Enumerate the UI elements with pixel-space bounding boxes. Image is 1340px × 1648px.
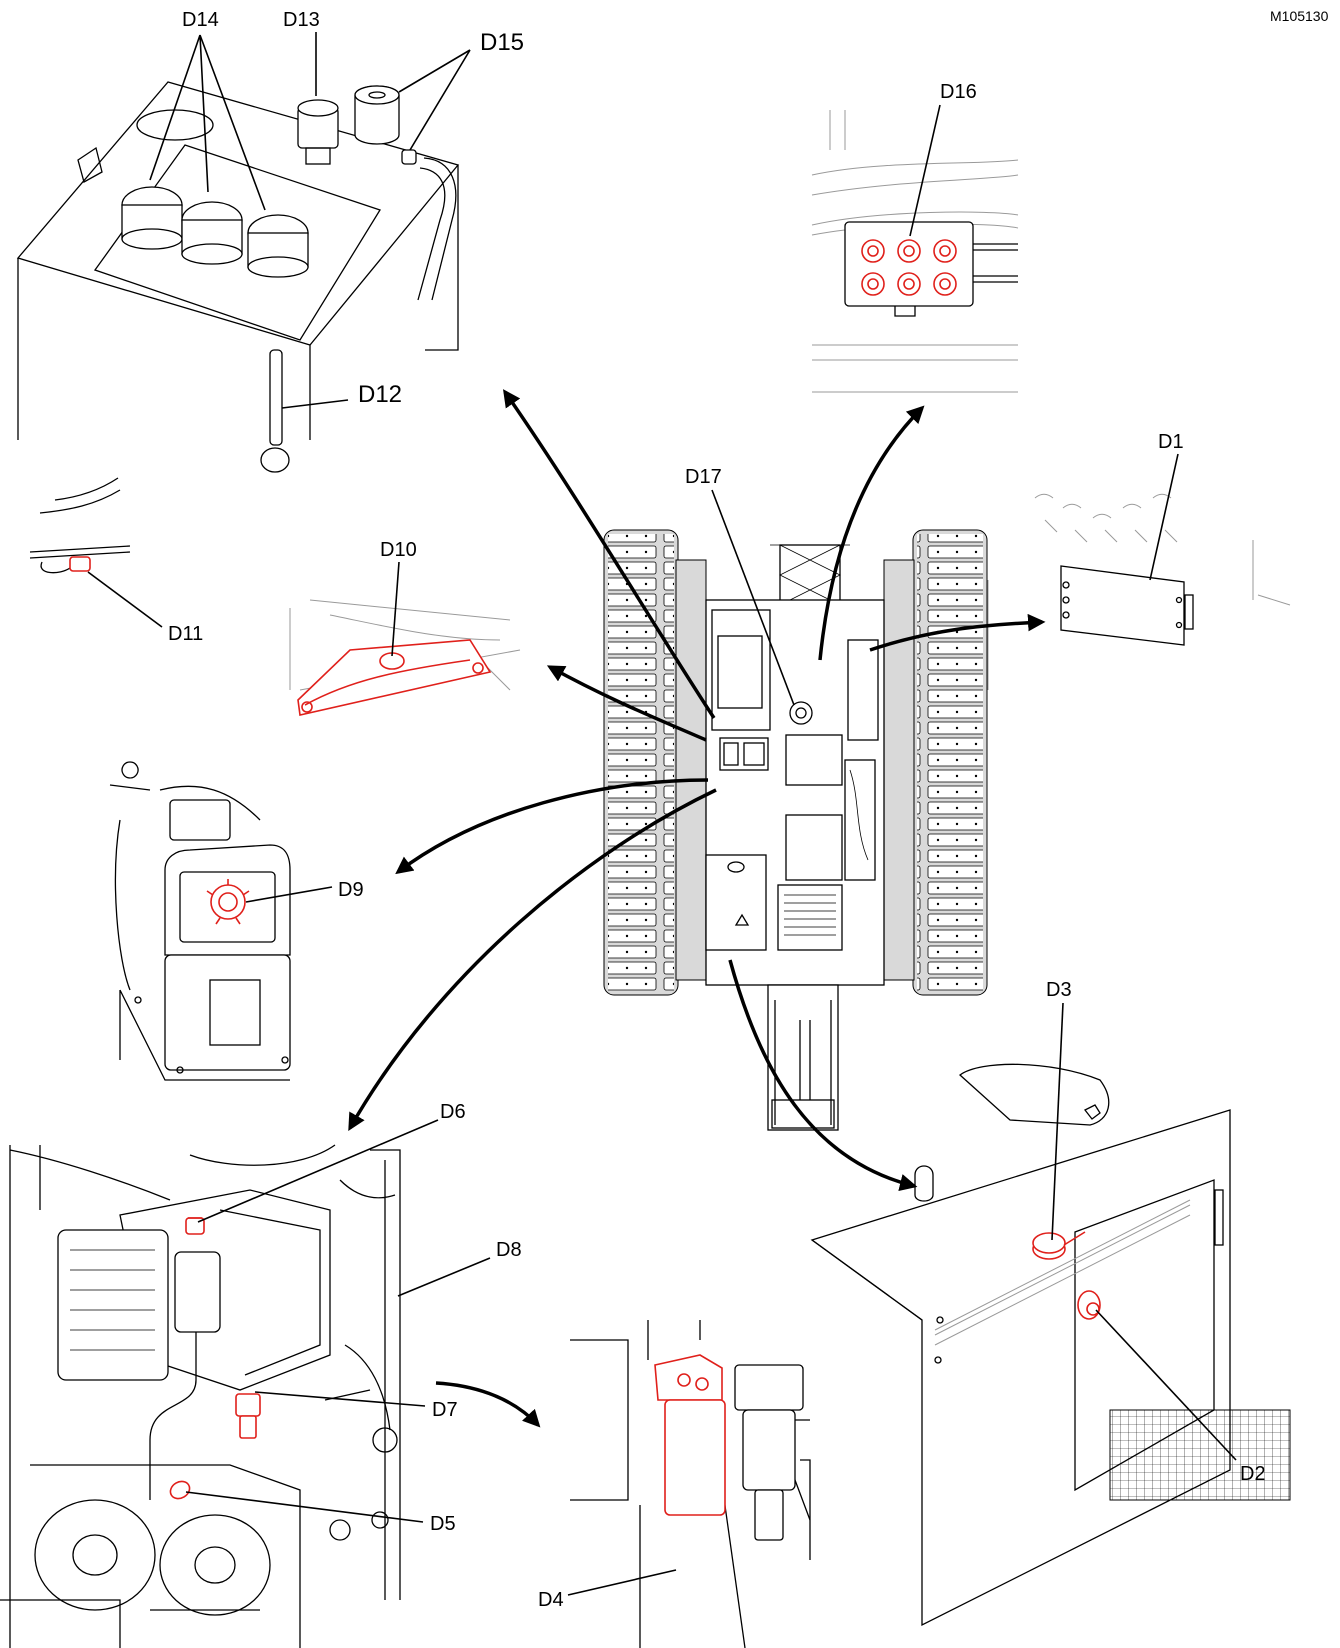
detail-hydraulic-tank: D14 D13 D15 D12 bbox=[16, 9, 524, 473]
machine-top-view bbox=[603, 529, 988, 1131]
detail-drain-plug: D11 bbox=[29, 477, 203, 645]
fuel-pump-unit bbox=[169, 799, 231, 841]
callout-d15: D15 bbox=[480, 29, 524, 56]
arrow-to-cover-plate bbox=[869, 613, 1046, 652]
test-port-block bbox=[844, 221, 974, 307]
callout-d5: D5 bbox=[430, 1513, 456, 1535]
figure-reference: M105130 bbox=[1270, 8, 1329, 24]
detail-oil-fill: D3 D2 bbox=[810, 979, 1291, 1627]
fuel-filter-highlight bbox=[654, 1354, 726, 1516]
lower-mast bbox=[767, 984, 839, 1131]
water-separator-head bbox=[734, 1364, 804, 1411]
access-cover-plate bbox=[1060, 565, 1185, 646]
arrow-to-hydraulic-tank bbox=[503, 389, 716, 719]
arrow-to-fuel-tank bbox=[395, 778, 709, 875]
water-drain-valve-highlight bbox=[235, 1393, 261, 1439]
callout-d3: D3 bbox=[1046, 979, 1072, 1001]
callout-d8: D8 bbox=[496, 1239, 522, 1261]
right-track-frame bbox=[883, 559, 915, 981]
callout-d10: D10 bbox=[380, 539, 417, 561]
detail-fuel-tank: D9 bbox=[109, 761, 364, 1081]
callout-d9: D9 bbox=[338, 879, 364, 901]
winch-drum bbox=[789, 701, 813, 725]
inspection-cover-highlight bbox=[297, 639, 492, 716]
detail-inspection-cover: D10 bbox=[289, 539, 521, 716]
side-compartment bbox=[847, 639, 879, 741]
callout-d2: D2 bbox=[1240, 1463, 1266, 1485]
air-filter-element bbox=[57, 1229, 169, 1381]
detail-cover-plate: D1 bbox=[987, 431, 1291, 690]
detail-fuel-filter: D4 bbox=[538, 1320, 811, 1648]
location-arrows bbox=[348, 389, 1046, 1428]
callout-d7: D7 bbox=[432, 1399, 458, 1421]
detail-engine-bay: D6 D8 D7 D5 bbox=[0, 1101, 522, 1648]
fuel-prefilter bbox=[174, 1251, 221, 1333]
engine-module bbox=[785, 734, 843, 786]
callout-d4: D4 bbox=[538, 1589, 564, 1611]
hydraulic-tank-module bbox=[711, 609, 771, 731]
control-panel bbox=[719, 737, 769, 771]
left-track-frame bbox=[675, 559, 707, 981]
tank-cover bbox=[136, 109, 214, 141]
callout-d6: D6 bbox=[440, 1101, 466, 1123]
fuel-filler-cap-highlight bbox=[206, 879, 250, 925]
drain-plug-highlight bbox=[69, 556, 91, 572]
test-port-couplings bbox=[861, 239, 957, 296]
detail-test-ports: D16 bbox=[811, 81, 1019, 393]
level-sight-gauge bbox=[269, 349, 283, 446]
arrow-to-inspection-cover bbox=[546, 665, 707, 742]
callout-d1: D1 bbox=[1158, 431, 1184, 453]
access-hatch-cover bbox=[958, 1063, 1110, 1126]
d17-leader bbox=[711, 489, 795, 706]
callout-d16: D16 bbox=[940, 81, 977, 103]
fuel-hose-clamp-highlight bbox=[169, 1480, 191, 1500]
callout-d12: D12 bbox=[358, 381, 402, 408]
callout-d17: D17 bbox=[685, 466, 722, 488]
callout-d11: D11 bbox=[168, 623, 203, 645]
cooler-unit bbox=[785, 814, 843, 881]
counterweight-plate bbox=[705, 854, 767, 951]
arrow-to-fuel-filter bbox=[435, 1381, 541, 1428]
dipstick-tube-highlight bbox=[1077, 1290, 1101, 1320]
oil-filler-cap-highlight bbox=[1032, 1231, 1086, 1260]
winch-unit bbox=[777, 884, 843, 951]
arrow-to-test-ports bbox=[818, 405, 925, 661]
arrow-to-engine-bay bbox=[348, 788, 717, 1132]
arrow-to-oil-fill bbox=[728, 959, 918, 1192]
tank-cradle bbox=[164, 954, 291, 1071]
callout-d13: D13 bbox=[283, 9, 320, 31]
callout-d14: D14 bbox=[182, 9, 219, 31]
